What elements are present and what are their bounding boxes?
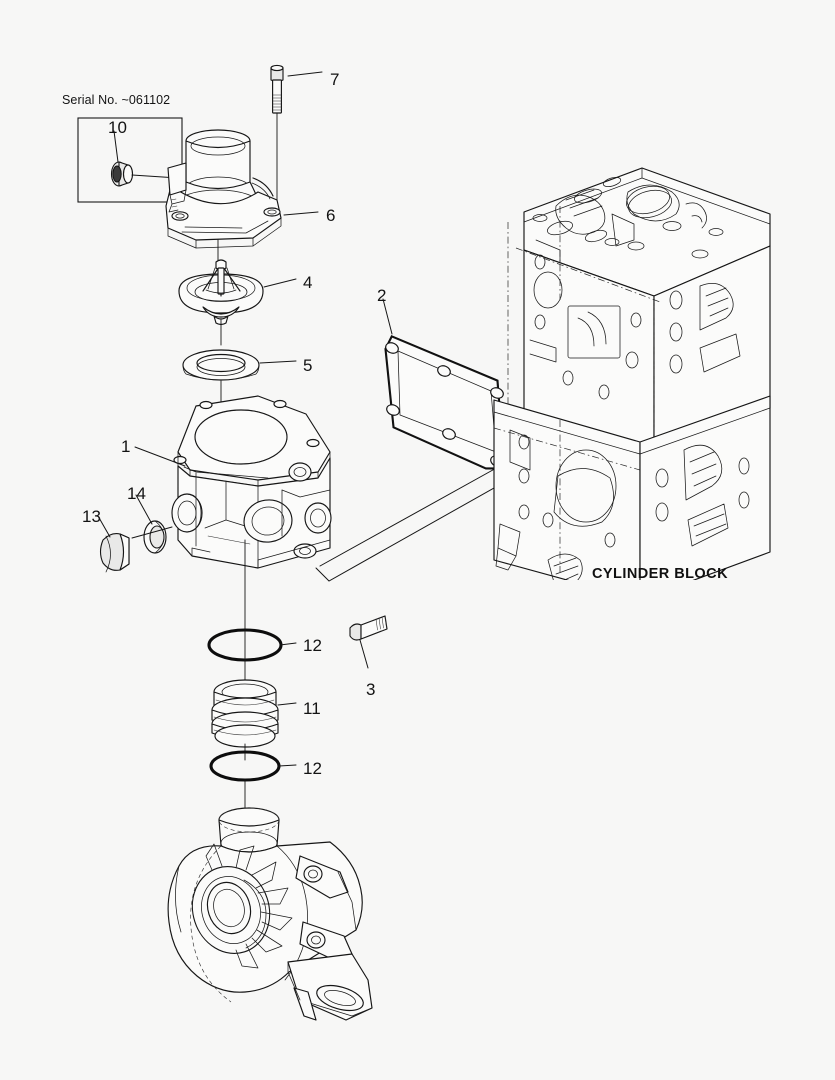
cylinder-block-label: CYLINDER BLOCK: [592, 566, 728, 582]
part-5-seal-ring: [182, 349, 260, 381]
callout-5: 5: [303, 356, 313, 375]
callout-12-upper: 12: [303, 636, 322, 655]
callout-13: 13: [82, 507, 101, 526]
water-pump-assembly: [167, 807, 373, 1021]
callout-1: 1: [121, 437, 131, 456]
part-7-cover-bolt: [270, 64, 284, 214]
part-3-flange-bolt: [349, 615, 388, 641]
serial-number-label: Serial No. ~061102: [62, 93, 171, 107]
part-14-seal-washer: [143, 520, 167, 554]
callout-12-lower: 12: [303, 759, 322, 778]
part-6-thermostat-cover: [165, 129, 282, 249]
part-11-connector-sleeve: [211, 679, 279, 748]
part-4-thermostat: [178, 259, 264, 326]
part-10-plug: [110, 161, 134, 187]
part-13-hex-plug: [99, 533, 130, 573]
serial-inset-box: [77, 117, 183, 203]
callout-2: 2: [377, 286, 387, 305]
callout-7: 7: [330, 70, 340, 89]
callout-14: 14: [127, 484, 146, 503]
callout-4: 4: [303, 273, 313, 292]
callout-3: 3: [366, 680, 376, 699]
part-1-thermostat-housing: [171, 395, 332, 569]
cylinder-block-assembly: [493, 167, 771, 580]
callout-10: 10: [108, 118, 127, 137]
callout-11: 11: [303, 699, 321, 718]
callout-6: 6: [326, 206, 336, 225]
